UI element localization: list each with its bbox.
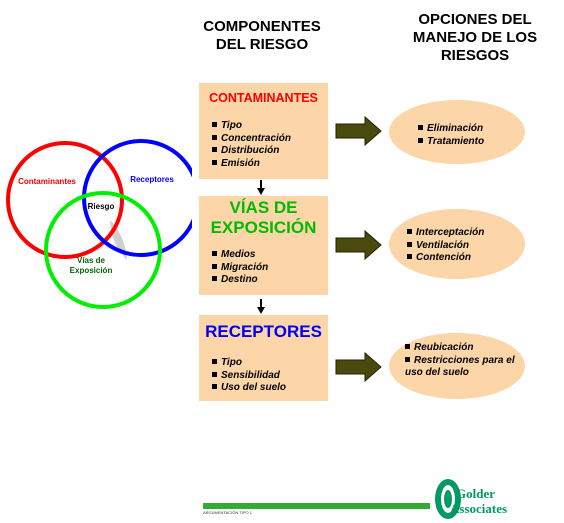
down-arrow-icon: [257, 299, 265, 314]
venn-label-risk: Riesgo: [87, 202, 115, 211]
bullet-square-icon: [212, 134, 217, 140]
bullet-square-icon: [212, 147, 217, 152]
list-item: Reubicación: [405, 342, 515, 355]
right-arrow-icon: [335, 116, 382, 146]
list-item: Concentración: [212, 133, 291, 146]
option-oval-1: Eliminación Tratamiento: [389, 100, 525, 164]
bullet-square-icon: [212, 276, 217, 281]
component-list-pathways: Medios Migración Destino: [212, 249, 268, 287]
logo-text-golder: Golder: [456, 486, 495, 501]
venn-circle-contaminants: [6, 141, 124, 259]
component-title-pathways: VÍAS DE EXPOSICIÓN: [210, 198, 317, 237]
bullet-square-icon: [405, 344, 410, 349]
logo-text-associates: Associates: [450, 501, 508, 516]
component-box-receptors: RECEPTORES Tipo Sensibilidad Uso del sue…: [199, 315, 328, 401]
list-item: Tratamiento: [418, 136, 484, 149]
list-item: Medios: [212, 249, 268, 262]
venn-circle-receptors: [82, 139, 192, 257]
venn-diagram: [6, 139, 192, 309]
list-item: Emisión: [212, 158, 291, 171]
bullet-square-icon: [418, 125, 423, 130]
bullet-square-icon: [212, 251, 217, 256]
bullet-square-icon: [407, 254, 412, 259]
option-list-2: Interceptación Ventilación Contención: [407, 227, 484, 265]
component-list-contaminants: Tipo Concentración Distribución Emisión: [212, 120, 291, 170]
bullet-square-icon: [212, 159, 217, 165]
component-title-contaminants: CONTAMINANTES: [209, 91, 318, 105]
list-item: Contención: [407, 252, 484, 265]
component-title-receptors: RECEPTORES: [205, 322, 322, 341]
right-arrow-icon: [335, 352, 382, 382]
bullet-square-icon: [212, 122, 217, 127]
list-item: Sensibilidad: [212, 370, 286, 383]
bullet-square-icon: [212, 263, 217, 269]
list-item: Tipo: [212, 357, 286, 370]
list-item: Restricciones para el uso del suelo: [405, 354, 515, 378]
list-item: Migración: [212, 262, 268, 275]
bullet-square-icon: [407, 241, 412, 247]
footer-small-text: ARGUMENTACIÓN TIPO 1: [203, 510, 252, 515]
component-list-receptors: Tipo Sensibilidad Uso del suelo: [212, 357, 286, 395]
list-item: Uso del suelo: [212, 382, 286, 395]
bullet-square-icon: [212, 384, 217, 389]
venn-circle-pathways: [44, 191, 162, 309]
component-box-pathways: VÍAS DE EXPOSICIÓN Medios Migración Dest…: [199, 196, 328, 295]
venn-label-pathways: Vías de Exposición: [69, 256, 113, 275]
options-header: OPCIONES DEL MANEJO DE LOS RIESGOS: [412, 11, 538, 64]
list-item: Destino: [212, 274, 268, 287]
option-oval-3: Reubicación Restricciones para el uso de…: [389, 333, 525, 399]
down-arrow-icon: [257, 180, 265, 195]
list-item: Interceptación: [407, 227, 484, 240]
list-item: Ventilación: [407, 240, 484, 253]
bullet-square-icon: [418, 137, 423, 143]
option-oval-2: Interceptación Ventilación Contención: [389, 209, 525, 279]
right-arrow-icon: [335, 230, 382, 260]
bullet-square-icon: [407, 229, 412, 234]
bullet-square-icon: [212, 359, 217, 364]
golder-logo: Golder Associates: [432, 475, 512, 521]
list-item: Eliminación: [418, 123, 484, 136]
component-box-contaminants: CONTAMINANTES Tipo Concentración Distrib…: [199, 83, 328, 179]
list-item: Tipo: [212, 120, 291, 133]
bullet-square-icon: [212, 371, 217, 377]
components-header: COMPONENTES DEL RIESGO: [203, 18, 321, 53]
bullet-square-icon: [405, 356, 410, 362]
golder-logo-icon: [435, 479, 461, 519]
venn-label-contaminants: Contaminantes: [18, 177, 76, 186]
option-list-3: Reubicación Restricciones para el uso de…: [405, 342, 515, 380]
venn-label-receptors: Receptores: [130, 175, 174, 184]
footer-bar: [203, 503, 430, 509]
list-item: Distribución: [212, 145, 291, 158]
option-list-1: Eliminación Tratamiento: [418, 123, 484, 148]
